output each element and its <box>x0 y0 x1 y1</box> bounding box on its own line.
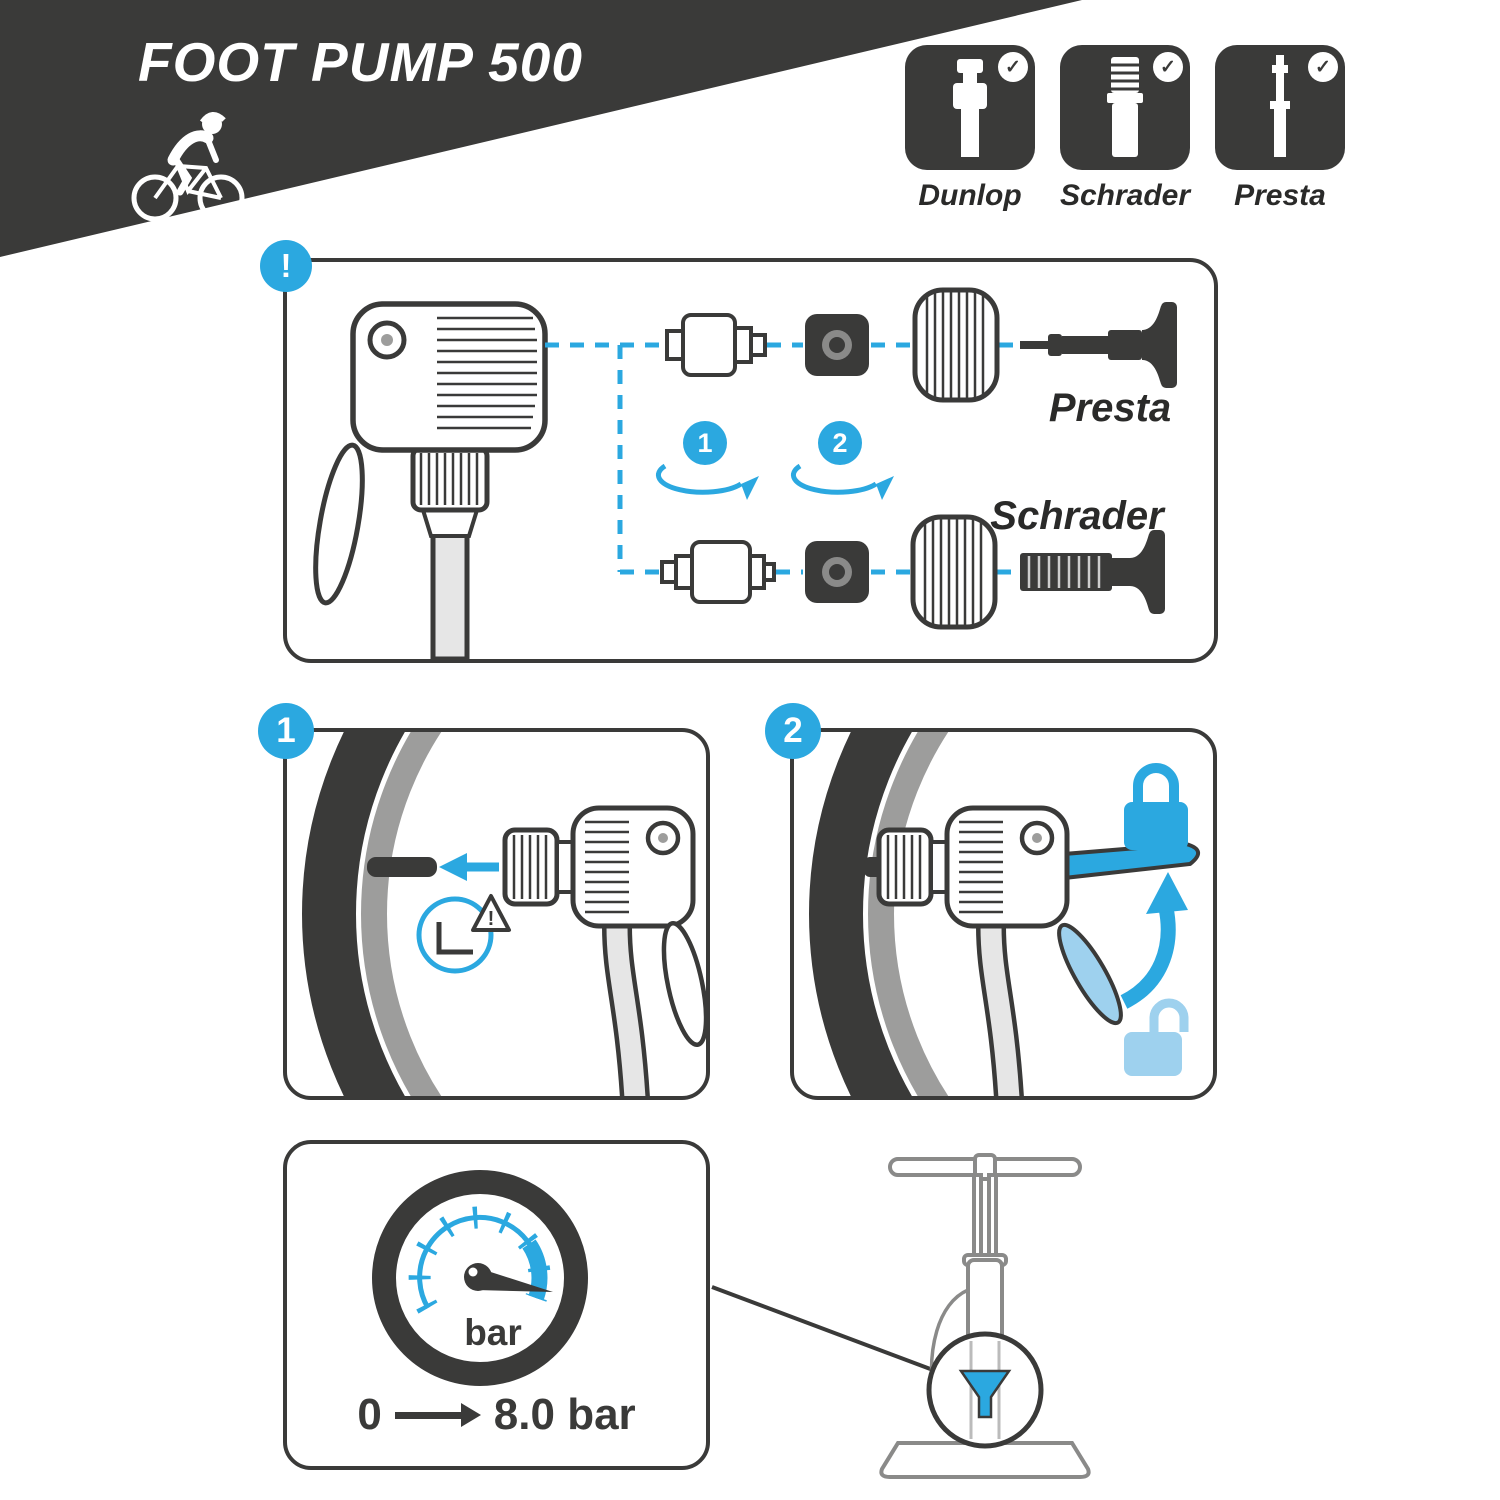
valve-stub <box>367 857 437 877</box>
presta-valve-art <box>1020 302 1177 388</box>
lock-closed-icon <box>1124 763 1188 850</box>
rotate-step-1-badge: 1 <box>683 421 727 465</box>
gauge-unit-label: bar <box>464 1312 522 1353</box>
head-lever <box>661 921 706 1047</box>
step-2-diagram <box>809 732 1200 1096</box>
pressure-gauge-art <box>372 1170 588 1386</box>
warning-mark: ! <box>488 908 495 930</box>
gauge-magnifier <box>926 1331 1044 1449</box>
cyclist-icon <box>131 112 245 222</box>
check-icon: ✓ <box>1153 52 1183 82</box>
rotate-step-2-badge: 2 <box>818 421 862 465</box>
range-arrow-icon <box>394 1403 481 1427</box>
step-2-panel <box>790 728 1217 1100</box>
dunlop-valve-icon <box>953 59 987 157</box>
schrader-valve-icon <box>1107 57 1143 157</box>
pump-head-art <box>313 301 548 659</box>
valve-type-schrader: ✓ Schrader <box>1060 45 1190 213</box>
range-from: 0 <box>357 1390 382 1439</box>
rotate-arrow-1 <box>655 463 759 500</box>
check-icon: ✓ <box>998 52 1028 82</box>
step-2-badge: 2 <box>765 703 821 759</box>
adapter-schrader-art <box>660 540 776 604</box>
valve-type-presta: ✓ Presta <box>1215 45 1345 213</box>
gauge-panel <box>283 1140 710 1470</box>
lock-open-icon <box>1124 998 1189 1076</box>
dunlop-valve-tile: ✓ <box>905 45 1035 170</box>
step-1-diagram: ! <box>302 732 706 1096</box>
lever-mid-position <box>1057 922 1123 1026</box>
rubber-grommet-2 <box>805 541 869 603</box>
adapter-presta-art <box>665 313 767 377</box>
inline-gauge-icon <box>958 1369 1012 1419</box>
push-arrow-icon <box>439 853 499 881</box>
wheel-rim-art <box>302 732 442 1096</box>
knurled-cap-1 <box>912 287 1000 403</box>
alert-badge: ! <box>260 240 312 292</box>
valve-label: Presta <box>1234 179 1326 212</box>
gauge-callout-line <box>711 1285 934 1372</box>
valve-label: Schrader <box>1059 179 1191 212</box>
wheel-rim-art <box>809 732 949 1096</box>
step-1-panel: ! <box>283 728 710 1100</box>
schrader-valve-tile: ✓ <box>1060 45 1190 170</box>
rubber-grommet-1 <box>805 314 869 376</box>
presta-label: Presta <box>1048 386 1172 430</box>
page-title: FOOT PUMP 500 <box>138 31 583 93</box>
gauge-needle <box>464 1263 553 1292</box>
dashed-connector <box>545 342 1018 575</box>
adapter-diagram <box>313 287 1177 659</box>
presta-valve-icon <box>1270 55 1290 157</box>
valve-label: Dunlop <box>918 179 1022 212</box>
valve-type-dunlop: ✓ Dunlop <box>905 45 1035 213</box>
knurled-cap-2 <box>910 514 998 630</box>
step-1-badge: 1 <box>258 703 314 759</box>
arrow-head <box>460 1403 481 1427</box>
arrow-line <box>394 1411 461 1419</box>
valve-compatibility-list: ✓ Dunlop ✓ Schrader <box>905 45 1345 213</box>
gauge-scale <box>408 1206 551 1314</box>
check-icon: ✓ <box>1308 52 1338 82</box>
schrader-label: Schrader <box>990 494 1164 538</box>
schrader-valve-art <box>1020 530 1165 614</box>
foot-pump-art <box>879 1153 1091 1479</box>
flip-up-arrow-icon <box>1120 872 1188 1009</box>
pressure-range: 0 8.0 bar <box>297 1390 696 1440</box>
range-to: 8.0 bar <box>493 1390 636 1439</box>
presta-valve-tile: ✓ <box>1215 45 1345 170</box>
adapter-panel <box>283 258 1218 663</box>
head-lever <box>313 442 365 606</box>
straight-fit-warning-icon: ! <box>416 894 511 974</box>
rotate-arrow-2 <box>790 463 894 500</box>
